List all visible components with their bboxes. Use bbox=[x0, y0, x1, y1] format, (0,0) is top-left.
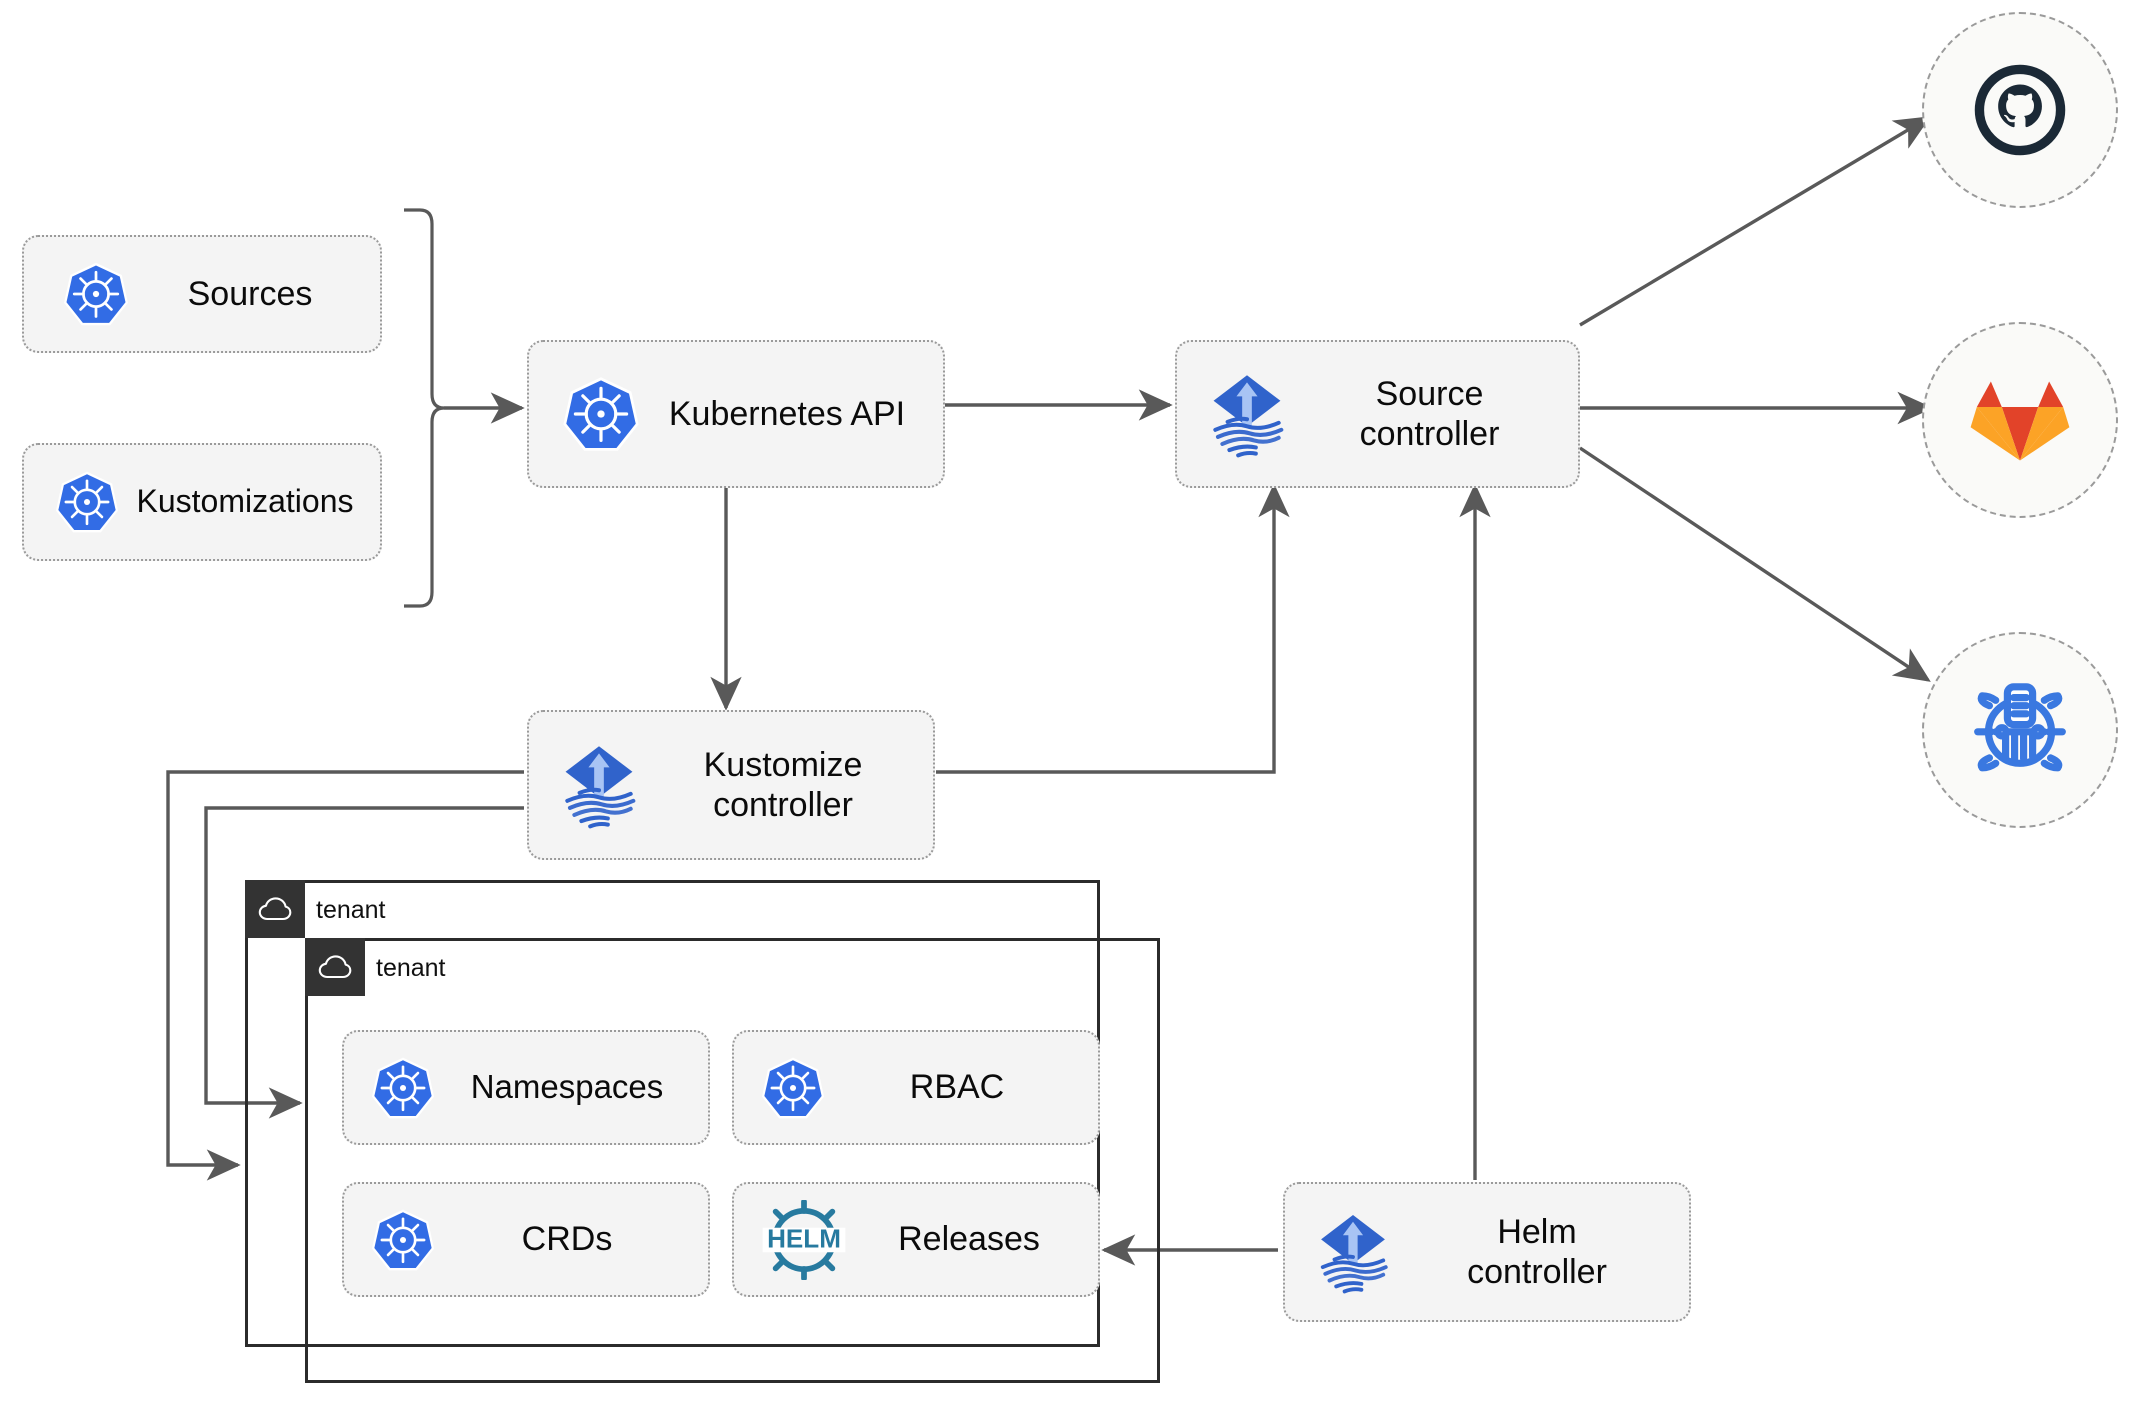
node-label: Kustomize controller bbox=[703, 745, 863, 824]
tenant-inner-label: tenant bbox=[376, 954, 446, 982]
node-rbac[interactable]: RBAC bbox=[732, 1030, 1100, 1145]
flux-icon bbox=[1203, 370, 1291, 458]
kubernetes-icon bbox=[54, 469, 120, 535]
tenant-inner-tab bbox=[305, 938, 365, 996]
tenant-outer-tab bbox=[245, 880, 305, 938]
tenant-inner-box bbox=[305, 938, 1160, 1383]
node-label: Kubernetes API bbox=[668, 394, 906, 433]
cloud-icon bbox=[318, 955, 352, 979]
node-label: CRDs bbox=[521, 1220, 613, 1259]
node-releases[interactable]: HELM Releases bbox=[732, 1182, 1100, 1297]
node-label: Helm controller bbox=[1467, 1212, 1607, 1291]
provider-github[interactable] bbox=[1922, 12, 2118, 208]
node-source-controller[interactable]: Source controller bbox=[1175, 340, 1580, 488]
gitlab-icon bbox=[1970, 381, 2070, 461]
edge-source-to-github bbox=[1579, 116, 1931, 327]
helm-icon: HELM bbox=[758, 1199, 850, 1280]
github-icon bbox=[1974, 64, 2066, 156]
edge-kustomize-controller-to-source-controller bbox=[936, 483, 1290, 774]
node-label: Sources bbox=[187, 274, 313, 313]
node-label: Releases bbox=[898, 1220, 1040, 1259]
node-label: Source controller bbox=[1359, 374, 1500, 453]
kubernetes-icon bbox=[760, 1055, 826, 1121]
kubernetes-icon bbox=[561, 374, 641, 454]
helm-chart-icon bbox=[1974, 683, 2066, 772]
flux-icon bbox=[1311, 1210, 1395, 1294]
group-brace bbox=[404, 208, 445, 608]
node-kustomize-controller[interactable]: Kustomize controller bbox=[527, 710, 935, 860]
node-namespaces[interactable]: Namespaces bbox=[342, 1030, 710, 1145]
node-kubernetes-api[interactable]: Kubernetes API bbox=[527, 340, 945, 488]
node-label: Kustomizations bbox=[136, 483, 354, 520]
kubernetes-icon bbox=[370, 1055, 436, 1121]
edge-source-to-chartmuseum bbox=[1579, 446, 1931, 682]
provider-chartmuseum[interactable] bbox=[1922, 632, 2118, 828]
node-helm-controller[interactable]: Helm controller bbox=[1283, 1182, 1691, 1322]
flux-icon bbox=[555, 741, 643, 829]
node-sources[interactable]: Sources bbox=[22, 235, 382, 353]
cloud-icon bbox=[258, 897, 292, 921]
node-label: RBAC bbox=[909, 1068, 1005, 1107]
kubernetes-icon bbox=[62, 260, 130, 328]
provider-gitlab[interactable] bbox=[1922, 322, 2118, 518]
node-crds[interactable]: CRDs bbox=[342, 1182, 710, 1297]
tenant-outer-label: tenant bbox=[316, 896, 386, 924]
helm-wordmark: HELM bbox=[767, 1223, 841, 1253]
kubernetes-icon bbox=[370, 1207, 436, 1273]
node-kustomizations[interactable]: Kustomizations bbox=[22, 443, 382, 561]
node-label: Namespaces bbox=[470, 1068, 664, 1106]
